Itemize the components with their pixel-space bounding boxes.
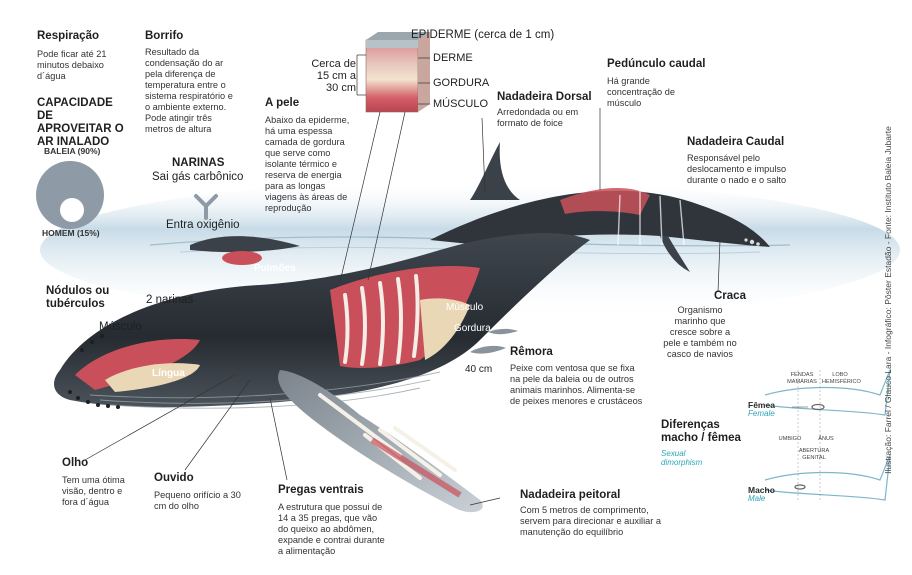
sexual-dimorphism: Sexual dimorphism [661, 449, 703, 467]
craca-text: Organismo marinho que cresce sobre a pel… [663, 305, 737, 359]
pedunculo-title: Pedúnculo caudal [607, 58, 706, 70]
diferencas-title: Diferenças macho / fêmea [661, 419, 741, 444]
peitoral-text: Com 5 metros de comprimento, servem para… [520, 505, 661, 537]
female-label: Female [748, 409, 775, 418]
ouvido-title: Ouvido [154, 472, 194, 484]
duas-narinas-label: 2 narinas [146, 294, 194, 306]
pele-title: A pele [265, 97, 300, 109]
anus-label: ÂNUS [818, 436, 834, 442]
remora-size: 40 cm [465, 364, 493, 375]
abertura-label: ABERTURA GENITAL [798, 448, 830, 461]
skin-section [365, 32, 430, 113]
pregas-title: Pregas ventrais [278, 484, 364, 496]
olho-text: Tem uma ótima visão, dentro e fora d´águ… [62, 475, 125, 507]
olho-title: Olho [62, 457, 89, 469]
gordura-layer-label: GORDURA [433, 77, 490, 89]
homem-pct: HOMEM (15%) [42, 228, 100, 238]
sex-diagram [764, 369, 891, 501]
pregas-text: A estrutura que possui de 14 a 35 pregas… [278, 502, 385, 556]
capacity-circle [36, 161, 104, 229]
tubercles [68, 334, 120, 409]
tail-section [430, 188, 770, 272]
derme-label: DERME [433, 52, 473, 64]
dorsal-title: Nadadeira Dorsal [497, 91, 592, 103]
blow-arrow [194, 194, 218, 220]
musculo-layer-label: MÚSCULO [433, 98, 489, 110]
pedunculo-text: Há grande concentração de músculo [607, 76, 675, 108]
lobo-label: LOBO HEMISFÉRICO [822, 372, 861, 385]
gordura-body-label: Gordura [454, 323, 491, 334]
caudal-text: Responsável pelo deslocamento e impulso … [687, 153, 787, 185]
narinas-text: Sai gás carbônico [152, 171, 244, 183]
borrifo-title: Borrifo [145, 30, 184, 42]
entra-oxigenio: Entra oxigênio [166, 219, 240, 231]
cerca-label: Cerca de 15 cm a 30 cm [311, 58, 356, 94]
ventral-pleats [89, 371, 441, 409]
borrifo-text: Resultado da condensação do ar pela dife… [145, 47, 233, 134]
remora [470, 345, 506, 354]
macho-label: Macho [748, 485, 775, 495]
dorsal-fin [470, 142, 520, 200]
remora-text: Peixe com ventosa que se fixa na pele da… [510, 363, 643, 406]
respiracao-title: Respiração [37, 30, 100, 42]
barnacles [744, 238, 760, 246]
femea-label: Fêmea [748, 400, 775, 410]
musculo-head-label: Músculo [99, 321, 142, 333]
dorsal-text: Arredondada ou em formato de foice [497, 107, 579, 128]
fendas-label: FENDAS MAMÁRIAS [787, 372, 817, 385]
ouvido-text: Pequeno orifício a 30 cm do olho [154, 490, 241, 511]
caudal-title: Nadadeira Caudal [687, 136, 785, 148]
umbigo-label: UMBIGO [778, 436, 802, 442]
credit-line: Ilustração: Farrel / Glauco Lara - Infog… [883, 126, 893, 474]
tongue [105, 363, 200, 392]
pele-text: Abaixo da epiderme, há uma espessa camad… [265, 115, 350, 213]
male-label: Male [748, 494, 766, 503]
surface-head [190, 236, 300, 253]
rib-section [330, 266, 480, 368]
respiracao-text: Pode ficar até 21 minutos debaixo d´água [37, 49, 107, 81]
remora-title: Rêmora [510, 346, 553, 358]
lungs-graphic [222, 251, 262, 265]
musculo-body-label: Músculo [446, 302, 484, 313]
narinas-title: NARINAS [172, 157, 225, 169]
head-muscle [75, 339, 200, 390]
epiderme-label: EPIDERME (cerca de 1 cm) [411, 29, 555, 41]
craca-title: Craca [714, 290, 746, 302]
leader-lines [84, 54, 721, 506]
capacidade-title: CAPACIDADE DE APROVEITAR O AR INALADO [37, 97, 124, 148]
lingua-label: Língua [152, 368, 185, 379]
pulmoes-label: Pulmões [254, 263, 296, 274]
baleia-pct: BALEIA (90%) [44, 146, 101, 156]
nodulos-title: Nódulos ou tubérculos [46, 285, 110, 310]
peitoral-title: Nadadeira peitoral [520, 489, 621, 501]
